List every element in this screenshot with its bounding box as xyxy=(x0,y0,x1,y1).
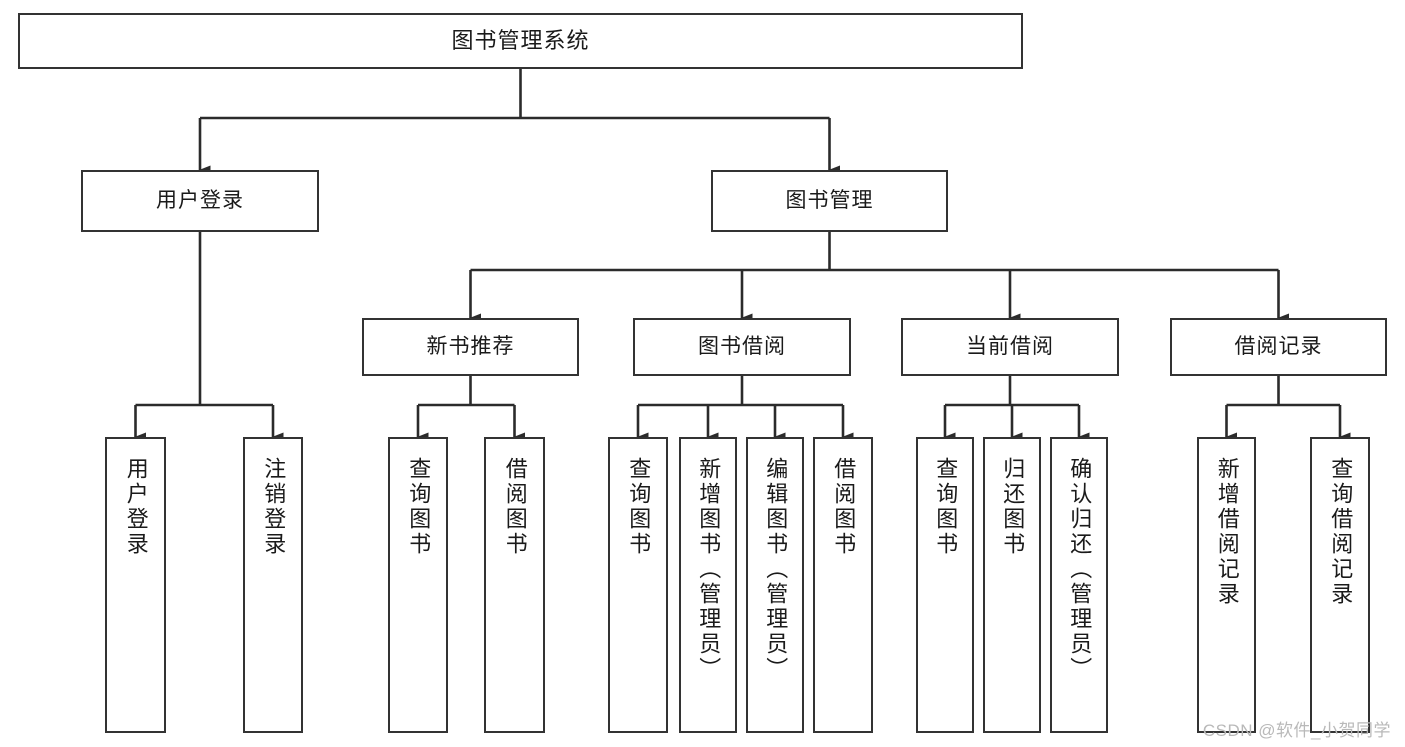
node-label: 图书借阅 xyxy=(698,334,786,358)
node-leaf_bor_2[interactable]: 新增图书（管理员） xyxy=(679,437,737,733)
node-leaf_rec_2[interactable]: 查询借阅记录 xyxy=(1310,437,1370,733)
node-label: 新增借阅记录 xyxy=(1214,457,1240,607)
node-label: 查询借阅记录 xyxy=(1328,457,1354,607)
node-label: 归还图书 xyxy=(1000,457,1026,557)
node-label: 借阅图书 xyxy=(831,457,857,557)
node-label: 借阅图书 xyxy=(502,457,528,557)
node-leaf_cur_2[interactable]: 归还图书 xyxy=(983,437,1041,733)
node-label: 注销登录 xyxy=(261,457,287,557)
node-leaf_cur_3[interactable]: 确认归还（管理员） xyxy=(1050,437,1108,733)
node-label: 编辑图书（管理员） xyxy=(763,457,789,682)
node-label: 图书管理系统 xyxy=(451,28,590,54)
node-records[interactable]: 借阅记录 xyxy=(1170,318,1387,376)
node-leaf_rec_1[interactable]: 新增借阅记录 xyxy=(1197,437,1256,733)
node-label: 确认归还（管理员） xyxy=(1067,457,1093,682)
node-label: 借阅记录 xyxy=(1234,334,1323,358)
node-leaf_bor_4[interactable]: 借阅图书 xyxy=(813,437,873,733)
node-leaf_login_1[interactable]: 用户登录 xyxy=(105,437,166,733)
node-login[interactable]: 用户登录 xyxy=(81,170,319,232)
node-label: 新增图书（管理员） xyxy=(696,457,722,682)
node-label: 图书管理 xyxy=(785,188,874,212)
node-label: 用户登录 xyxy=(156,188,244,212)
node-label: 用户登录 xyxy=(123,457,149,557)
csdn-watermark: CSDN @软件_小贺同学 xyxy=(1202,721,1391,740)
node-borrow[interactable]: 图书借阅 xyxy=(633,318,851,376)
node-leaf_bor_3[interactable]: 编辑图书（管理员） xyxy=(746,437,804,733)
node-root[interactable]: 图书管理系统 xyxy=(18,13,1023,69)
node-leaf_new_2[interactable]: 借阅图书 xyxy=(484,437,545,733)
node-leaf_new_1[interactable]: 查询图书 xyxy=(388,437,448,733)
node-bookmgmt[interactable]: 图书管理 xyxy=(711,170,948,232)
node-newbook[interactable]: 新书推荐 xyxy=(362,318,579,376)
node-label: 查询图书 xyxy=(933,457,959,557)
node-leaf_login_2[interactable]: 注销登录 xyxy=(243,437,303,733)
node-label: 查询图书 xyxy=(626,457,652,557)
node-leaf_bor_1[interactable]: 查询图书 xyxy=(608,437,668,733)
node-label: 查询图书 xyxy=(406,457,432,557)
node-label: 新书推荐 xyxy=(426,334,515,358)
node-leaf_cur_1[interactable]: 查询图书 xyxy=(916,437,974,733)
node-label: 当前借阅 xyxy=(966,334,1054,358)
node-current[interactable]: 当前借阅 xyxy=(901,318,1119,376)
